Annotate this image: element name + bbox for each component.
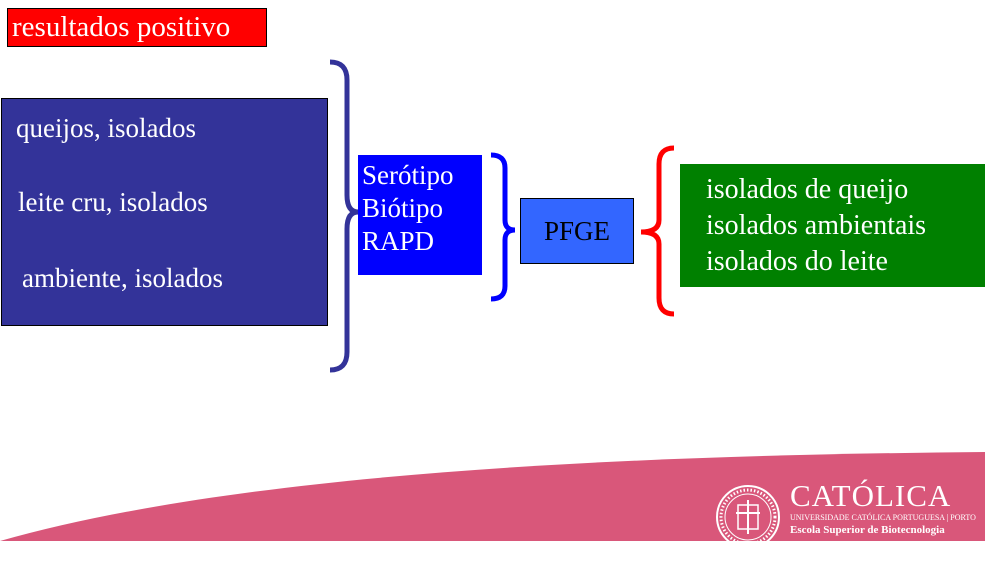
typing-method-biotype: Biótipo — [362, 193, 444, 223]
typing-methods-box: Serótipo Biótipo RAPD — [358, 155, 482, 275]
source-item-cheese: queijos, isolados — [16, 113, 196, 143]
catolica-seal-icon — [716, 485, 780, 549]
source-item-environment: ambiente, isolados — [22, 263, 223, 293]
typing-method-serotype: Serótipo — [362, 160, 454, 190]
catolica-logo: CATÓLICA UNIVERSIDADE CATÓLICA PORTUGUES… — [790, 480, 976, 537]
result-environmental-isolates: isolados ambientais — [706, 210, 927, 241]
logo-name: CATÓLICA — [790, 478, 952, 513]
typing-method-rapd: RAPD — [362, 226, 435, 256]
brace-typing — [490, 152, 516, 302]
source-item-raw-milk: leite cru, isolados — [18, 187, 208, 217]
title-label: resultados positivo — [7, 8, 267, 47]
result-cheese-isolates: isolados de queijo — [706, 174, 909, 205]
results-box: isolados de queijo isolados ambientais i… — [680, 164, 985, 287]
logo-university: UNIVERSIDADE CATÓLICA PORTUGUESA | PORTO — [790, 513, 976, 522]
sources-box: queijos, isolados leite cru, isolados am… — [1, 98, 328, 326]
pfge-box: PFGE — [520, 198, 634, 264]
logo-school: Escola Superior de Biotecnologia — [790, 524, 945, 536]
result-milk-isolates: isolados do leite — [706, 246, 888, 277]
brace-sources — [329, 59, 359, 373]
brace-results — [640, 145, 675, 317]
